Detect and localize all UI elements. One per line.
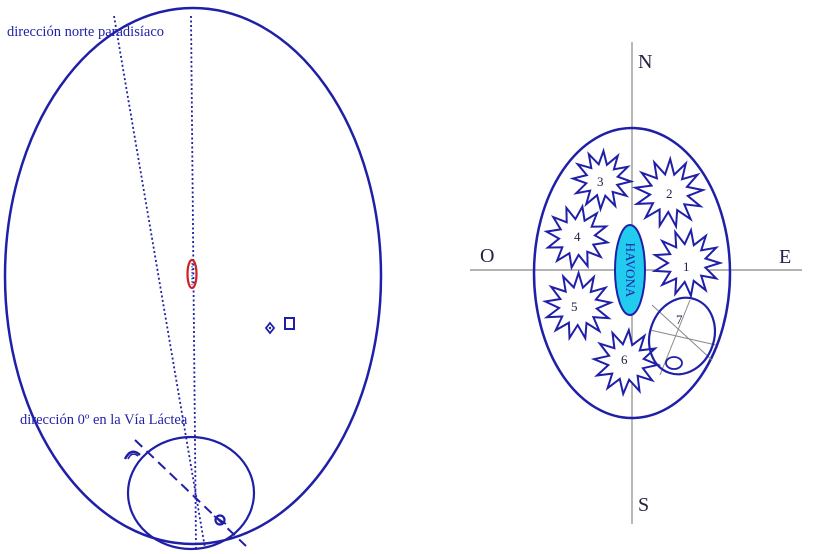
diamond-marker xyxy=(264,321,276,335)
left-diagram: dirección norte paradisíaco dirección 0º… xyxy=(3,6,383,551)
sector-6-star xyxy=(590,326,662,398)
compass-s: S xyxy=(638,494,649,516)
sector-stars xyxy=(541,147,724,398)
square-marker xyxy=(284,317,295,330)
compass-w: O xyxy=(480,245,494,267)
north-direction-line xyxy=(113,15,206,549)
center-marker xyxy=(186,258,198,290)
sector-5-star xyxy=(541,269,615,342)
sector-7-label: 7 xyxy=(676,312,683,327)
sector-3-label: 3 xyxy=(597,174,604,189)
sector-5-label: 5 xyxy=(571,299,578,314)
arc-symbol xyxy=(123,450,141,460)
superuniverse-ellipse xyxy=(532,126,732,420)
sector-2-label: 2 xyxy=(666,186,673,201)
sector-4-label: 4 xyxy=(574,229,581,244)
sector-7-marker xyxy=(665,356,683,370)
right-diagram: N S E O HAVONA 7 1 2 3 4 5 6 xyxy=(470,42,802,524)
sector-1-star xyxy=(569,147,635,213)
sector-4-star xyxy=(651,226,724,300)
vertical-axis-line xyxy=(190,15,197,549)
sector-7: 7 xyxy=(648,296,717,376)
zero-direction-line xyxy=(134,439,247,547)
havona-label: HAVONA xyxy=(623,243,638,298)
outer-ellipse xyxy=(3,6,383,546)
compass-n: N xyxy=(638,51,652,73)
sector-1-label: 1 xyxy=(683,259,690,274)
havona-ellipse xyxy=(614,224,646,316)
sector-3-star xyxy=(543,203,611,271)
milky-way-circle xyxy=(126,435,256,551)
label-zero-direction: dirección 0º en la Vía Láctea xyxy=(20,412,188,428)
sector-2-star xyxy=(631,155,707,230)
sun-marker xyxy=(214,514,226,526)
sector-6-label: 6 xyxy=(621,352,628,367)
label-north-direction: dirección norte paradisíaco xyxy=(7,24,164,40)
compass-e: E xyxy=(779,246,791,268)
